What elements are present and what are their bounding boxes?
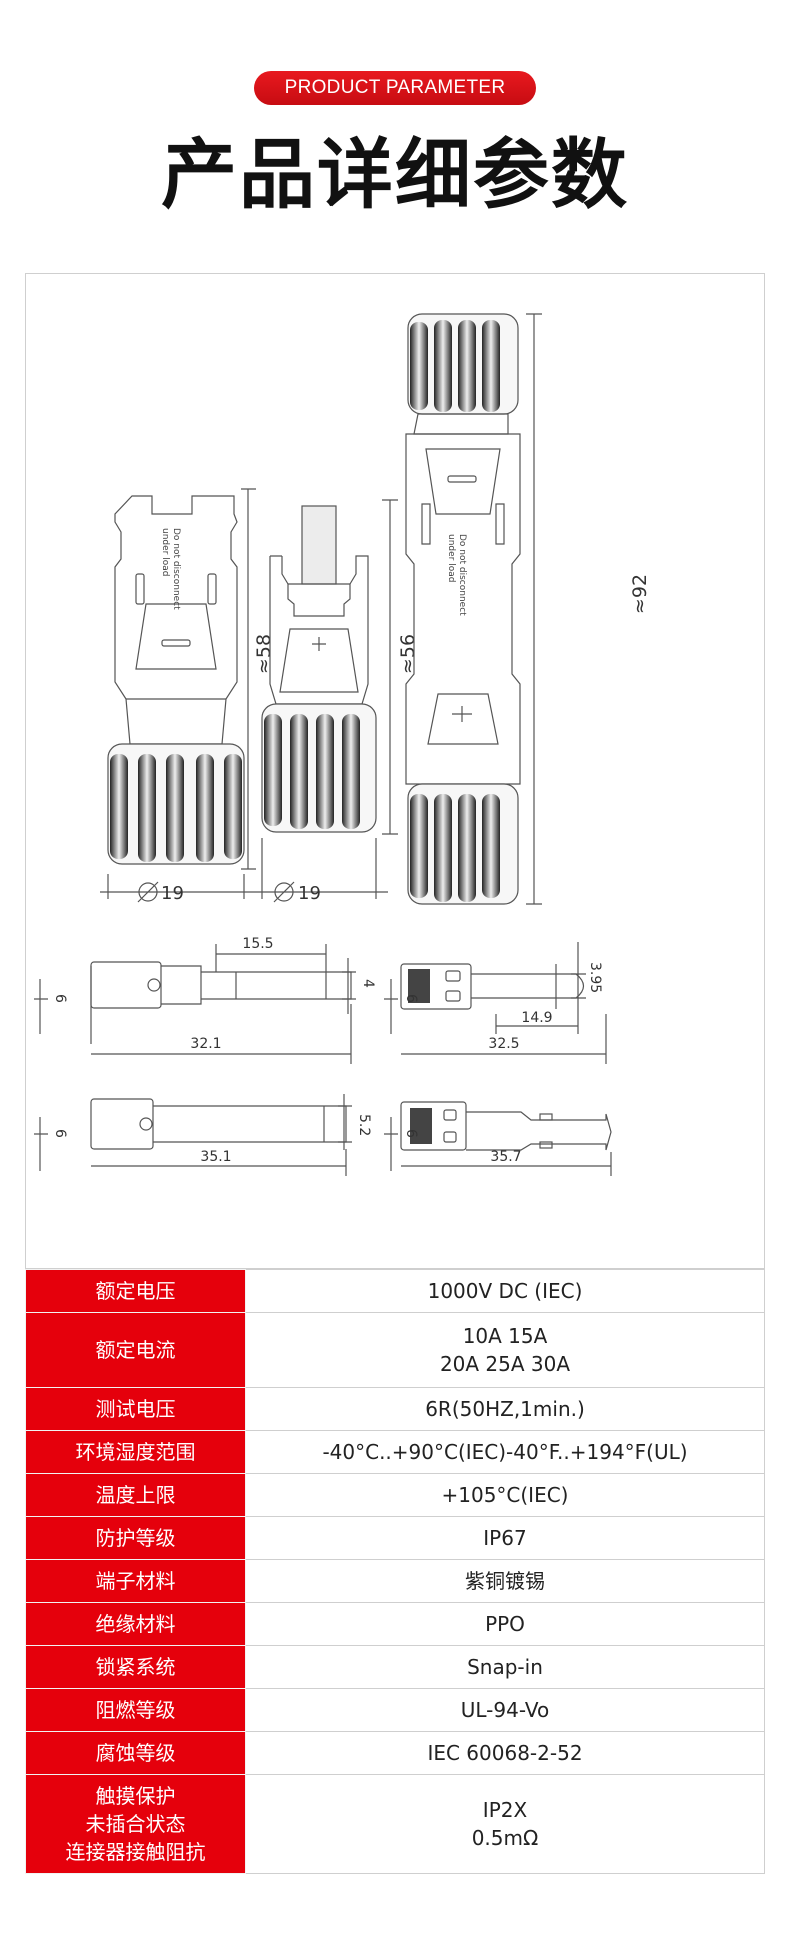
spec-label: 触摸保护 未插合状态 连接器接触阻抗 [25, 1774, 246, 1874]
table-row: 阻燃等级 UL-94-Vo [25, 1688, 765, 1732]
right-assembly: Do not disconnect under load [405, 313, 542, 905]
male-pin-1-right-dim: 4 [360, 979, 376, 988]
spec-label-line: 连接器接触阻抗 [65, 1840, 206, 1864]
housing-warning-text: Do not disconnect [171, 528, 181, 610]
page-title: 产品详细参数 [161, 130, 629, 219]
table-row: 绝缘材料 PPO [25, 1602, 765, 1646]
spec-value-line: 10A 15A [462, 1324, 548, 1348]
spec-value: IP2X 0.5mΩ [245, 1774, 765, 1874]
spec-value: 6R(50HZ,1min.) [245, 1387, 765, 1431]
spec-label: 腐蚀等级 [25, 1731, 246, 1775]
male-pin-2-right-dim: 5.2 [356, 1114, 372, 1136]
left-connector: Do not disconnect under load [100, 488, 256, 903]
table-row: 环境湿度范围 -40°C..+90°C(IEC)-40°F..+194°F(UL… [25, 1430, 765, 1474]
male-pin-2 [34, 1094, 352, 1176]
spec-value: 1000V DC (IEC) [245, 1269, 765, 1313]
housing-warning-text: under load [446, 534, 456, 582]
spec-value: IP67 [245, 1516, 765, 1560]
male-pin-1 [34, 944, 356, 1064]
spec-value: -40°C..+90°C(IEC)-40°F..+194°F(UL) [245, 1430, 765, 1474]
spec-value-line: IP2X [482, 1798, 528, 1822]
female-pin-2-left-dim: 6 [403, 1129, 419, 1138]
spec-value: +105°C(IEC) [245, 1473, 765, 1517]
male-pin-2-bottom-dim: 35.1 [200, 1149, 231, 1165]
spec-label: 额定电压 [25, 1269, 246, 1313]
female-pin-1 [384, 942, 607, 1064]
spec-label-line: 触摸保护 [95, 1784, 176, 1808]
table-row: 端子材料 紫铜镀锡 [25, 1559, 765, 1603]
spec-value: Snap-in [245, 1645, 765, 1689]
spec-label: 额定电流 [25, 1312, 246, 1388]
female-pin-1-left-dim: 6 [403, 994, 419, 1003]
spec-value: 10A 15A 20A 25A 30A [245, 1312, 765, 1388]
female-pin-1-right-dim: 3.95 [587, 962, 603, 993]
section-badge: PRODUCT PARAMETER [254, 71, 536, 105]
male-pin-2-left-dim: 6 [52, 1129, 68, 1138]
male-pin-1-top-dim: 15.5 [242, 936, 273, 952]
table-row: 腐蚀等级 IEC 60068-2-52 [25, 1731, 765, 1775]
table-row: 防护等级 IP67 [25, 1516, 765, 1560]
left-diameter-label: 19 [161, 883, 184, 904]
spec-value-line: 20A 25A 30A [439, 1352, 571, 1376]
middle-height-label: ≈56 [397, 634, 419, 674]
housing-warning-text: under load [160, 528, 170, 576]
spec-label: 阻燃等级 [25, 1688, 246, 1732]
middle-diameter-label: 19 [298, 883, 321, 904]
male-pin-1-bottom-dim: 32.1 [190, 1036, 221, 1052]
spec-label: 端子材料 [25, 1559, 246, 1603]
table-row: 温度上限 +105°C(IEC) [25, 1473, 765, 1517]
spec-label: 测试电压 [25, 1387, 246, 1431]
female-pin-1-bottom-dim: 32.5 [488, 1036, 519, 1052]
technical-drawing: Do not disconnect under load ≈58 19 [25, 273, 765, 1269]
table-row: 测试电压 6R(50HZ,1min.) [25, 1387, 765, 1431]
male-pin-1-left-dim: 6 [52, 994, 68, 1003]
table-row: 额定电流 10A 15A 20A 25A 30A [25, 1312, 765, 1388]
left-height-label: ≈58 [253, 634, 275, 674]
spec-label-line: 未插合状态 [85, 1812, 186, 1836]
table-row: 触摸保护 未插合状态 连接器接触阻抗 IP2X 0.5mΩ [25, 1774, 765, 1874]
spec-label: 锁紧系统 [25, 1645, 246, 1689]
spec-value-line: 0.5mΩ [471, 1826, 539, 1850]
spec-value: IEC 60068-2-52 [245, 1731, 765, 1775]
spec-value: PPO [245, 1602, 765, 1646]
spec-value: UL-94-Vo [245, 1688, 765, 1732]
table-row: 额定电压 1000V DC (IEC) [25, 1269, 765, 1313]
female-pin-1-inner-dim: 14.9 [521, 1010, 552, 1026]
spec-label: 环境湿度范围 [25, 1430, 246, 1474]
female-pin-2-bottom-dim: 35.7 [490, 1149, 521, 1165]
drawing-svg: Do not disconnect under load ≈58 19 [34, 313, 651, 1176]
housing-warning-text: Do not disconnect [457, 534, 467, 616]
spec-table: 额定电压 1000V DC (IEC) 额定电流 10A 15A 20A 25A… [25, 1269, 765, 1874]
spec-value: 紫铜镀锡 [245, 1559, 765, 1603]
spec-label: 防护等级 [25, 1516, 246, 1560]
middle-connector [252, 499, 398, 903]
right-height-label: ≈92 [629, 574, 651, 614]
table-row: 锁紧系统 Snap-in [25, 1645, 765, 1689]
spec-label: 温度上限 [25, 1473, 246, 1517]
female-pin-2 [384, 1101, 612, 1176]
spec-label: 绝缘材料 [25, 1602, 246, 1646]
